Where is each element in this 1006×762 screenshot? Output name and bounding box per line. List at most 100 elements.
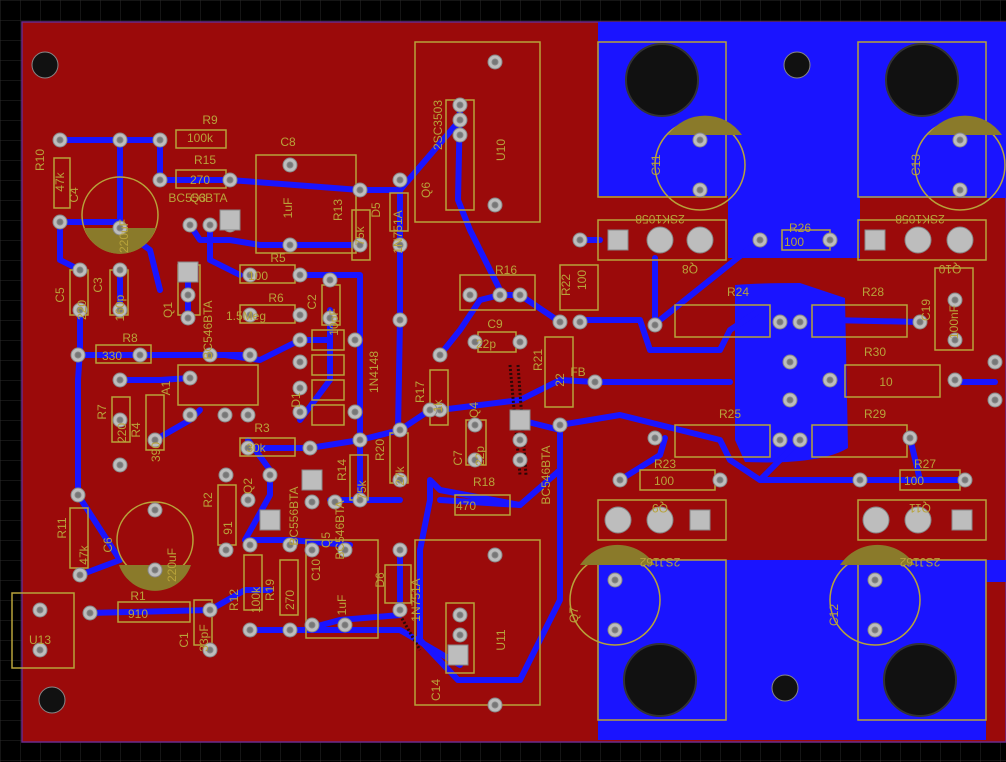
component-ref: D6 [373,572,387,588]
component-value: BC546BTA [539,445,553,504]
pad-hole [491,701,499,709]
component-value: 33pF [197,624,211,651]
component-value: 30k [246,441,266,455]
pad-hole [491,58,499,66]
component-value: 1.5Meg [226,309,266,323]
pad-hole [396,546,404,554]
pad-hole [286,541,294,549]
component-value: 22p [476,337,496,351]
pad-hole [396,606,404,614]
pad-hole [116,136,124,144]
pad-hole [906,434,914,442]
pad-hole [244,411,252,419]
pad-hole [556,421,564,429]
pad-hole [296,408,304,416]
pad-hole [491,201,499,209]
pad-hole [786,358,794,366]
component-ref: Q1 [161,302,175,318]
pad-hole [296,271,304,279]
square-pad [689,509,711,531]
component-value: 1N751A [409,578,423,621]
component-ref: C19 [919,299,933,321]
pad-hole [616,476,624,484]
component-ref: R25 [719,407,741,421]
pad-hole [356,186,364,194]
component-value: 2SC3503 [431,100,445,150]
pad-hole [436,351,444,359]
pad-hole [286,626,294,634]
pad-hole [611,576,619,584]
component-ref: Q4 [467,402,481,418]
pad-hole [206,646,214,654]
component-ref: R30 [864,345,886,359]
component-ref: C1 [177,632,191,648]
component-ref: R9 [202,113,218,127]
pad-hole [308,498,316,506]
pad-hole [471,338,479,346]
component-ref: Q8 [682,262,698,276]
component-value: 100 [575,270,589,290]
pad-hole [186,411,194,419]
component-ref: R16 [495,263,517,277]
pad-hole [246,541,254,549]
component-value: 910 [128,607,148,621]
pad-hole [611,626,619,634]
component-ref: R14 [335,459,349,481]
pad-hole [576,318,584,326]
pad-hole [356,241,364,249]
pad-hole [351,336,359,344]
pad-hole [396,176,404,184]
pad-hole [916,318,924,326]
top-layer-traces [57,102,998,683]
pad-hole [951,376,959,384]
component-value: 1N4148 [367,351,381,393]
pad-hole [756,236,764,244]
pad-hole [186,374,194,382]
component-value: 270 [190,173,210,187]
pad-hole [296,358,304,366]
component-ref: C12 [827,604,841,626]
component-ref: R1 [130,589,146,603]
polarity-marks [84,115,1002,591]
pad-hole [56,218,64,226]
component-value: 100 [784,235,804,249]
pad-hole [156,136,164,144]
square-pad [259,509,281,531]
square-pad [177,261,199,283]
pad-hole [516,338,524,346]
square-pad [951,509,973,531]
component-ref: Q10 [938,262,961,276]
pad-hole [244,496,252,504]
component-ref: U11 [494,629,508,650]
pad-hole [491,551,499,559]
component-ref: C11 [649,154,663,175]
pad [904,226,932,254]
component-value: 100nF [947,305,961,339]
pad-hole [351,408,359,416]
component-ref: R22 [559,274,573,296]
pad-hole [516,456,524,464]
pad [862,506,890,534]
component-value: 47k [53,171,67,191]
component-value: 100 [654,474,674,488]
component-value: 1uF [335,595,349,616]
pad-hole [356,436,364,444]
pad-hole [776,436,784,444]
component-value: 27k [393,465,407,485]
component-value: 2SJ162 [639,555,680,569]
component-ref: C3 [91,277,105,293]
pad-hole [221,411,229,419]
component-ref: C7 [451,450,465,466]
pad-hole [651,434,659,442]
component-value: 100 [904,474,924,488]
component-value: 2SJ162 [899,555,940,569]
component-ref: R18 [473,475,495,489]
component-ref: R23 [654,457,676,471]
pad-hole [296,336,304,344]
component-value: 220 [75,300,89,320]
component-ref: R2 [201,492,215,508]
pad-hole [36,606,44,614]
component-value: 1N751A [391,210,405,253]
square-pad [607,229,629,251]
square-pad [219,209,241,231]
